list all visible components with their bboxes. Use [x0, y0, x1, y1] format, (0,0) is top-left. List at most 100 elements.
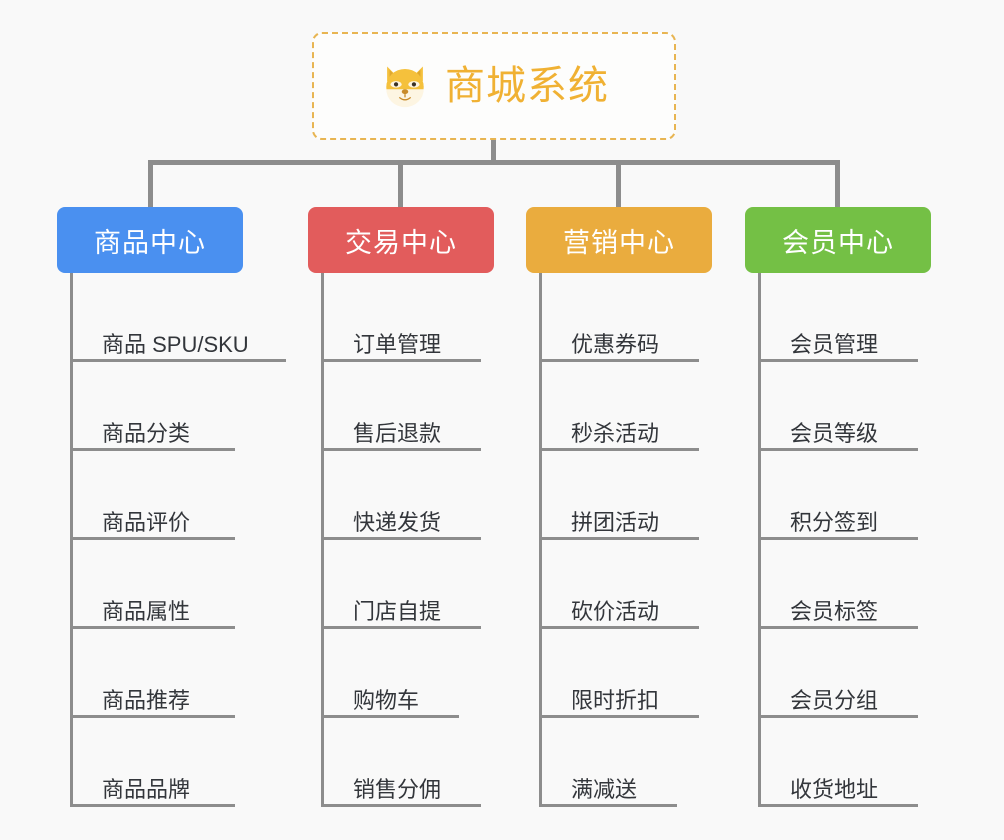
leaf-item[interactable]: 砍价活动 — [539, 540, 712, 629]
shiba-dog-face-icon — [379, 60, 431, 112]
leaf-label: 商品分类 — [102, 420, 191, 446]
leaf-label: 收货地址 — [790, 776, 879, 802]
leaf-label: 门店自提 — [353, 598, 442, 624]
branch-column-2: 交易中心 订单管理 售后退款 快递发货 门店自提 购物车 — [308, 207, 494, 807]
leaf-underline — [70, 359, 286, 362]
branch-header-label-3: 营销中心 — [563, 227, 675, 258]
leaf-label: 商品属性 — [102, 598, 191, 624]
branch-header-3[interactable]: 营销中心 — [526, 207, 712, 273]
leaf-underline — [758, 359, 918, 362]
leaf-label: 砍价活动 — [571, 598, 660, 624]
leaf-item[interactable]: 拼团活动 — [539, 451, 712, 540]
root-title: 商城系统 — [445, 64, 609, 108]
leaf-underline — [539, 448, 699, 451]
leaf-underline — [321, 715, 459, 718]
leaf-underline — [321, 626, 481, 629]
leaf-item[interactable]: 快递发货 — [321, 451, 494, 540]
leaf-label: 积分签到 — [790, 509, 879, 535]
branch-spine-3 — [539, 273, 542, 807]
leaf-underline — [321, 448, 481, 451]
leaf-underline — [758, 448, 918, 451]
leaf-underline — [758, 715, 918, 718]
connector-drop-1 — [148, 160, 153, 208]
leaf-label: 快递发货 — [353, 509, 442, 535]
leaf-label: 商品评价 — [102, 509, 191, 535]
leaf-label: 销售分佣 — [353, 776, 442, 802]
leaf-label: 会员等级 — [790, 420, 879, 446]
leaf-item[interactable]: 商品分类 — [70, 362, 249, 451]
leaf-underline — [70, 804, 235, 807]
leaf-underline — [539, 626, 699, 629]
leaf-label: 订单管理 — [353, 331, 442, 357]
connector-drop-2 — [398, 160, 403, 208]
branch-header-4[interactable]: 会员中心 — [745, 207, 931, 273]
leaf-underline — [70, 626, 235, 629]
leaf-underline — [321, 804, 481, 807]
leaf-label: 商品品牌 — [102, 776, 191, 802]
leaf-underline — [70, 715, 235, 718]
leaf-item[interactable]: 商品属性 — [70, 540, 249, 629]
branch-header-label-4: 会员中心 — [782, 227, 894, 258]
leaf-item[interactable]: 会员标签 — [758, 540, 931, 629]
leaf-label: 满减送 — [571, 776, 638, 802]
leaf-underline — [321, 359, 481, 362]
leaf-label: 商品推荐 — [102, 687, 191, 713]
leaf-label: 会员管理 — [790, 331, 879, 357]
leaf-list-2: 订单管理 售后退款 快递发货 门店自提 购物车 销售分佣 — [321, 273, 494, 807]
leaf-item[interactable]: 限时折扣 — [539, 629, 712, 718]
leaf-item[interactable]: 商品评价 — [70, 451, 249, 540]
leaf-underline — [70, 537, 235, 540]
leaf-label: 拼团活动 — [571, 509, 660, 535]
leaf-label: 秒杀活动 — [571, 420, 660, 446]
branch-spine-2 — [321, 273, 324, 807]
leaf-label: 商品 SPU/SKU — [102, 331, 249, 357]
leaf-item[interactable]: 门店自提 — [321, 540, 494, 629]
branch-spine-4 — [758, 273, 761, 807]
leaf-item[interactable]: 会员分组 — [758, 629, 931, 718]
connector-drop-4 — [835, 160, 840, 208]
leaf-list-4: 会员管理 会员等级 积分签到 会员标签 会员分组 收货地址 — [758, 273, 931, 807]
leaf-underline — [539, 359, 699, 362]
connector-drop-3 — [616, 160, 621, 208]
leaf-underline — [539, 715, 699, 718]
leaf-item[interactable]: 销售分佣 — [321, 718, 494, 807]
leaf-item[interactable]: 积分签到 — [758, 451, 931, 540]
branch-header-1[interactable]: 商品中心 — [57, 207, 243, 273]
leaf-label: 售后退款 — [353, 420, 442, 446]
leaf-item[interactable]: 商品品牌 — [70, 718, 249, 807]
leaf-item[interactable]: 收货地址 — [758, 718, 931, 807]
leaf-label: 限时折扣 — [571, 687, 660, 713]
branch-column-4: 会员中心 会员管理 会员等级 积分签到 会员标签 会员分组 — [745, 207, 931, 807]
leaf-underline — [539, 537, 699, 540]
leaf-label: 优惠券码 — [571, 331, 660, 357]
leaf-underline — [758, 804, 918, 807]
leaf-underline — [539, 804, 677, 807]
leaf-item[interactable]: 满减送 — [539, 718, 712, 807]
leaf-label: 会员分组 — [790, 687, 879, 713]
branch-column-3: 营销中心 优惠券码 秒杀活动 拼团活动 砍价活动 限时折扣 — [526, 207, 712, 807]
branch-column-1: 商品中心 商品 SPU/SKU 商品分类 商品评价 商品属性 商品推荐 — [57, 207, 286, 807]
leaf-item[interactable]: 会员管理 — [758, 273, 931, 362]
leaf-item[interactable]: 商品 SPU/SKU — [70, 273, 286, 362]
leaf-underline — [70, 448, 235, 451]
leaf-item[interactable]: 商品推荐 — [70, 629, 249, 718]
leaf-label: 会员标签 — [790, 598, 879, 624]
branch-header-2[interactable]: 交易中心 — [308, 207, 494, 273]
leaf-underline — [758, 626, 918, 629]
leaf-item[interactable]: 售后退款 — [321, 362, 494, 451]
leaf-underline — [321, 537, 481, 540]
leaf-item[interactable]: 秒杀活动 — [539, 362, 712, 451]
branch-spine-1 — [70, 273, 73, 807]
leaf-item[interactable]: 会员等级 — [758, 362, 931, 451]
leaf-item[interactable]: 订单管理 — [321, 273, 494, 362]
connector-root-stem — [491, 140, 496, 165]
leaf-item[interactable]: 购物车 — [321, 629, 494, 718]
leaf-item[interactable]: 优惠券码 — [539, 273, 712, 362]
leaf-list-3: 优惠券码 秒杀活动 拼团活动 砍价活动 限时折扣 满减送 — [539, 273, 712, 807]
branch-header-label-2: 交易中心 — [345, 227, 457, 258]
root-node[interactable]: 商城系统 — [312, 32, 676, 140]
leaf-underline — [758, 537, 918, 540]
branch-header-label-1: 商品中心 — [94, 227, 206, 258]
leaf-label: 购物车 — [353, 687, 420, 713]
